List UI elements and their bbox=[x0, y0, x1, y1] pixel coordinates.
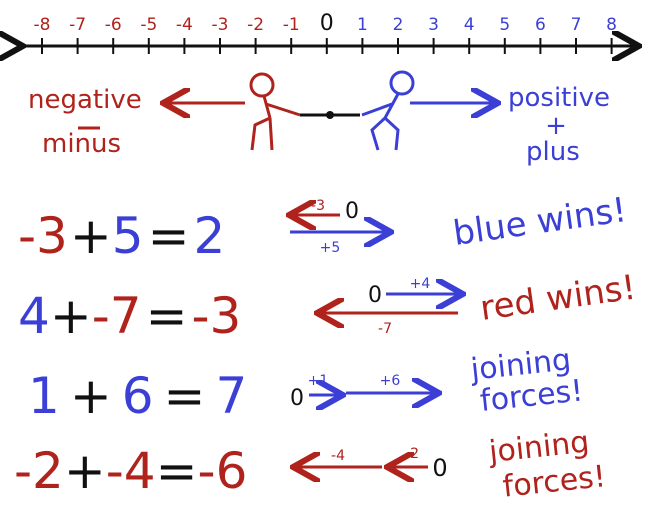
plus-label: plus bbox=[526, 137, 580, 167]
rope-center bbox=[326, 111, 334, 119]
tick-label: 8 bbox=[606, 15, 617, 35]
red-stick-figure bbox=[249, 72, 301, 151]
negative-label: negative bbox=[28, 85, 142, 115]
equation-row-2: 4+-7=-3 0 +4 -7 red wins! bbox=[18, 267, 638, 345]
positive-label: positive bbox=[508, 83, 610, 113]
arrow-label: -7 bbox=[378, 321, 392, 337]
arrow-label: +4 bbox=[410, 276, 431, 292]
tick-label: -6 bbox=[105, 15, 122, 35]
arrow-label: +1 bbox=[308, 373, 329, 389]
equation: -3+5=2 bbox=[18, 207, 225, 265]
equation-row-1: -3+5=2 -3 0 +5 blue wins! bbox=[18, 190, 629, 265]
origin-label: 0 bbox=[290, 386, 304, 411]
tick-label: 2 bbox=[393, 15, 404, 35]
arrow-label: +5 bbox=[320, 240, 341, 256]
caption: joiningforces! bbox=[468, 342, 585, 420]
plus-sign: + bbox=[545, 111, 567, 141]
tick-label: 7 bbox=[571, 15, 582, 35]
origin-label: 0 bbox=[368, 283, 382, 308]
tick-label: -2 bbox=[247, 15, 264, 35]
tug-of-war: negative minus positive + plus bbox=[28, 70, 610, 167]
arrow-label: -3 bbox=[311, 198, 325, 214]
tick-label: -3 bbox=[212, 15, 229, 35]
caption: blue wins! bbox=[451, 190, 629, 254]
arrow-label: -2 bbox=[405, 446, 419, 462]
arrow-label: -4 bbox=[331, 448, 345, 464]
origin-label: 0 bbox=[345, 199, 359, 224]
tick-label: -8 bbox=[34, 15, 51, 35]
number-line: -8 -7 -6 -5 -4 -3 -2 -1 0 1 2 3 4 5 6 7 8 bbox=[20, 11, 636, 54]
tick-label: -4 bbox=[176, 15, 193, 35]
tick-label: -7 bbox=[69, 15, 86, 35]
tick-label: 0 bbox=[320, 11, 334, 36]
arrow-label: +6 bbox=[380, 373, 401, 389]
tick-label: -5 bbox=[140, 15, 157, 35]
equation-row-3: 1+6=7 0 +1 +6 joiningforces! bbox=[28, 342, 585, 425]
equation: 4+-7=-3 bbox=[18, 287, 241, 345]
tick-label: 5 bbox=[499, 15, 510, 35]
equation-row-4: -2+-4=-6 -4 -2 0 joiningforces! bbox=[14, 423, 607, 506]
equation: -2+-4=-6 bbox=[14, 442, 247, 500]
minus-label: minus bbox=[42, 129, 121, 159]
tick-label: 4 bbox=[464, 15, 475, 35]
caption: red wins! bbox=[478, 267, 639, 328]
caption: joiningforces! bbox=[486, 423, 607, 506]
equation: 1+6=7 bbox=[28, 367, 247, 425]
tick-label: 3 bbox=[428, 15, 439, 35]
tick-label: 6 bbox=[535, 15, 546, 35]
origin-label: 0 bbox=[432, 454, 447, 482]
tick-label: -1 bbox=[283, 15, 300, 35]
tick-label: 1 bbox=[357, 15, 368, 35]
blue-stick-figure bbox=[361, 70, 415, 151]
